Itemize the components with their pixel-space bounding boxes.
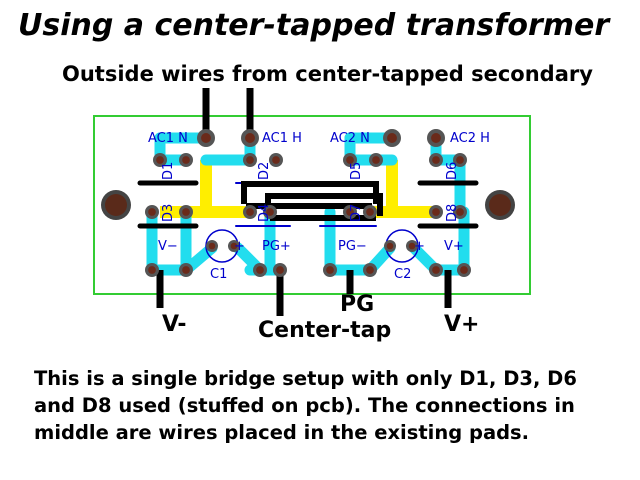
center-tap-label: Center-tap xyxy=(258,318,392,343)
mount-holes xyxy=(101,190,515,220)
d3-label: D3 xyxy=(161,204,176,222)
ac2-n-label: AC2 N xyxy=(330,131,370,146)
vplus-label: V+ xyxy=(444,239,464,254)
pad-hole xyxy=(148,208,156,216)
d8-label: D8 xyxy=(445,204,460,222)
pad-hole xyxy=(366,208,374,216)
v-minus-label: V- xyxy=(162,312,187,337)
page-title: Using a center-tapped transformer xyxy=(18,8,610,43)
description-note: This is a single bridge setup with only … xyxy=(34,367,577,444)
pad-hole xyxy=(456,208,464,216)
pad-hole xyxy=(156,156,164,164)
pad-hole xyxy=(276,266,284,274)
pad-hole xyxy=(408,242,416,250)
pg-label: PG xyxy=(340,292,375,317)
d5-label: D5 xyxy=(349,162,364,180)
pad-hole xyxy=(387,133,397,143)
pad-hole xyxy=(386,242,394,250)
pads xyxy=(145,129,471,277)
pad-hole xyxy=(432,208,440,216)
c1-label: C1 xyxy=(210,267,227,282)
pgplus-label: PG+ xyxy=(262,239,291,254)
pad-hole xyxy=(245,133,255,143)
pad-hole xyxy=(326,266,334,274)
pad-hole xyxy=(456,156,464,164)
c2-label: C2 xyxy=(394,267,411,282)
pad-hole xyxy=(432,266,440,274)
pad-hole xyxy=(460,266,468,274)
v-plus-label: V+ xyxy=(444,312,480,337)
pad-hole xyxy=(432,156,440,164)
pad-hole xyxy=(148,266,156,274)
pad-hole xyxy=(431,133,441,143)
pad-hole xyxy=(372,156,380,164)
pad-hole xyxy=(182,208,190,216)
ac1-h-label: AC1 H xyxy=(262,131,302,146)
pad-hole xyxy=(208,242,216,250)
pad-hole xyxy=(182,266,190,274)
pcb-outline xyxy=(93,115,531,295)
pad-hole xyxy=(246,208,254,216)
vminus-label: V− xyxy=(158,239,178,254)
pad-hole xyxy=(201,133,211,143)
pad-hole xyxy=(246,156,254,164)
d2-label: D2 xyxy=(257,162,272,180)
subtitle: Outside wires from center-tapped seconda… xyxy=(62,62,593,86)
c2-plus-label: + xyxy=(414,239,425,254)
d4-label: D4 xyxy=(257,204,272,222)
pad-hole xyxy=(256,266,264,274)
pad-hole xyxy=(230,242,238,250)
d1-label: D1 xyxy=(161,162,176,180)
pad-hole xyxy=(272,156,280,164)
pad-hole xyxy=(346,208,354,216)
ac2-h-label: AC2 H xyxy=(450,131,490,146)
c1-plus-label: + xyxy=(234,239,245,254)
d7-label: D7 xyxy=(349,204,364,222)
pad-hole xyxy=(346,156,354,164)
d6-label: D6 xyxy=(445,162,460,180)
pad-hole xyxy=(366,266,374,274)
pad-hole xyxy=(182,156,190,164)
ac1-n-label: AC1 N xyxy=(148,131,188,146)
pad-hole xyxy=(266,208,274,216)
pgminus-label: PG− xyxy=(338,239,367,254)
